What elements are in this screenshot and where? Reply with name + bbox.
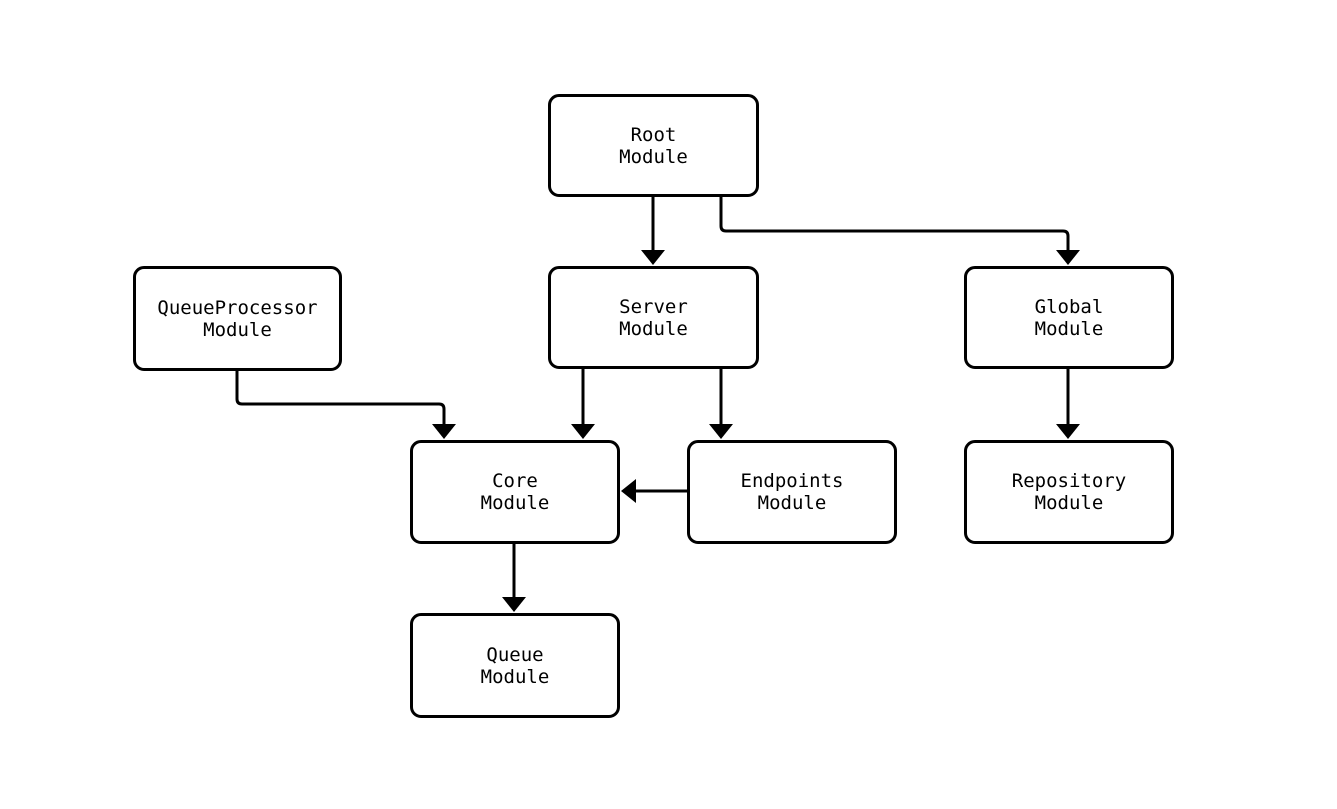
edge-global-to-repository bbox=[1056, 369, 1080, 439]
edge-endpoints-to-core bbox=[621, 479, 687, 503]
node-queueprocessor-module-line2: Module bbox=[203, 318, 272, 341]
node-core-module-line2: Module bbox=[480, 492, 550, 514]
arrowhead-icon bbox=[1056, 424, 1080, 439]
node-global-module-line2: Module bbox=[1034, 317, 1104, 340]
node-root-module-line2: Module bbox=[619, 145, 688, 168]
edge-line bbox=[719, 197, 1070, 252]
edge-root-to-server bbox=[641, 197, 665, 265]
node-root-module[interactable]: Root Module bbox=[548, 94, 759, 197]
node-global-module[interactable]: Global Module bbox=[964, 266, 1174, 369]
node-repository-module[interactable]: Repository Module bbox=[964, 440, 1174, 544]
node-core-module[interactable]: Core Module bbox=[410, 440, 620, 544]
arrowhead-icon bbox=[709, 424, 733, 439]
arrowhead-icon bbox=[571, 424, 595, 439]
node-server-module[interactable]: Server Module bbox=[548, 266, 759, 369]
arrowhead-icon bbox=[1056, 250, 1080, 265]
edge-queueprocessor-to-core bbox=[235, 371, 456, 439]
arrowhead-icon bbox=[432, 424, 456, 439]
node-core-module-line1: Core bbox=[492, 470, 538, 492]
node-queueprocessor-module[interactable]: QueueProcessor Module bbox=[133, 266, 342, 371]
node-endpoints-module-line1: Endpoints bbox=[740, 470, 844, 492]
node-server-module-line2: Module bbox=[619, 317, 688, 340]
node-root-module-line1: Root bbox=[630, 123, 677, 146]
node-queue-module-line1: Queue bbox=[486, 643, 544, 666]
node-queue-module[interactable]: Queue Module bbox=[410, 613, 620, 718]
node-server-module-line1: Server bbox=[619, 295, 688, 318]
arrowhead-icon bbox=[641, 250, 665, 265]
node-endpoints-module-line2: Module bbox=[757, 492, 827, 514]
edge-line bbox=[235, 371, 446, 426]
node-queue-module-line2: Module bbox=[480, 665, 550, 688]
node-repository-module-line2: Module bbox=[1034, 492, 1104, 514]
node-endpoints-module[interactable]: Endpoints Module bbox=[687, 440, 897, 544]
edge-root-to-global bbox=[719, 197, 1080, 265]
edge-server-to-core bbox=[571, 369, 595, 439]
node-queueprocessor-module-line1: QueueProcessor bbox=[157, 296, 318, 319]
edge-core-to-queue bbox=[502, 544, 526, 612]
node-repository-module-line1: Repository bbox=[1011, 470, 1127, 492]
edge-server-to-endpoints bbox=[709, 369, 733, 439]
node-global-module-line1: Global bbox=[1034, 295, 1104, 318]
arrowhead-icon bbox=[621, 479, 636, 503]
arrowhead-icon bbox=[502, 597, 526, 612]
